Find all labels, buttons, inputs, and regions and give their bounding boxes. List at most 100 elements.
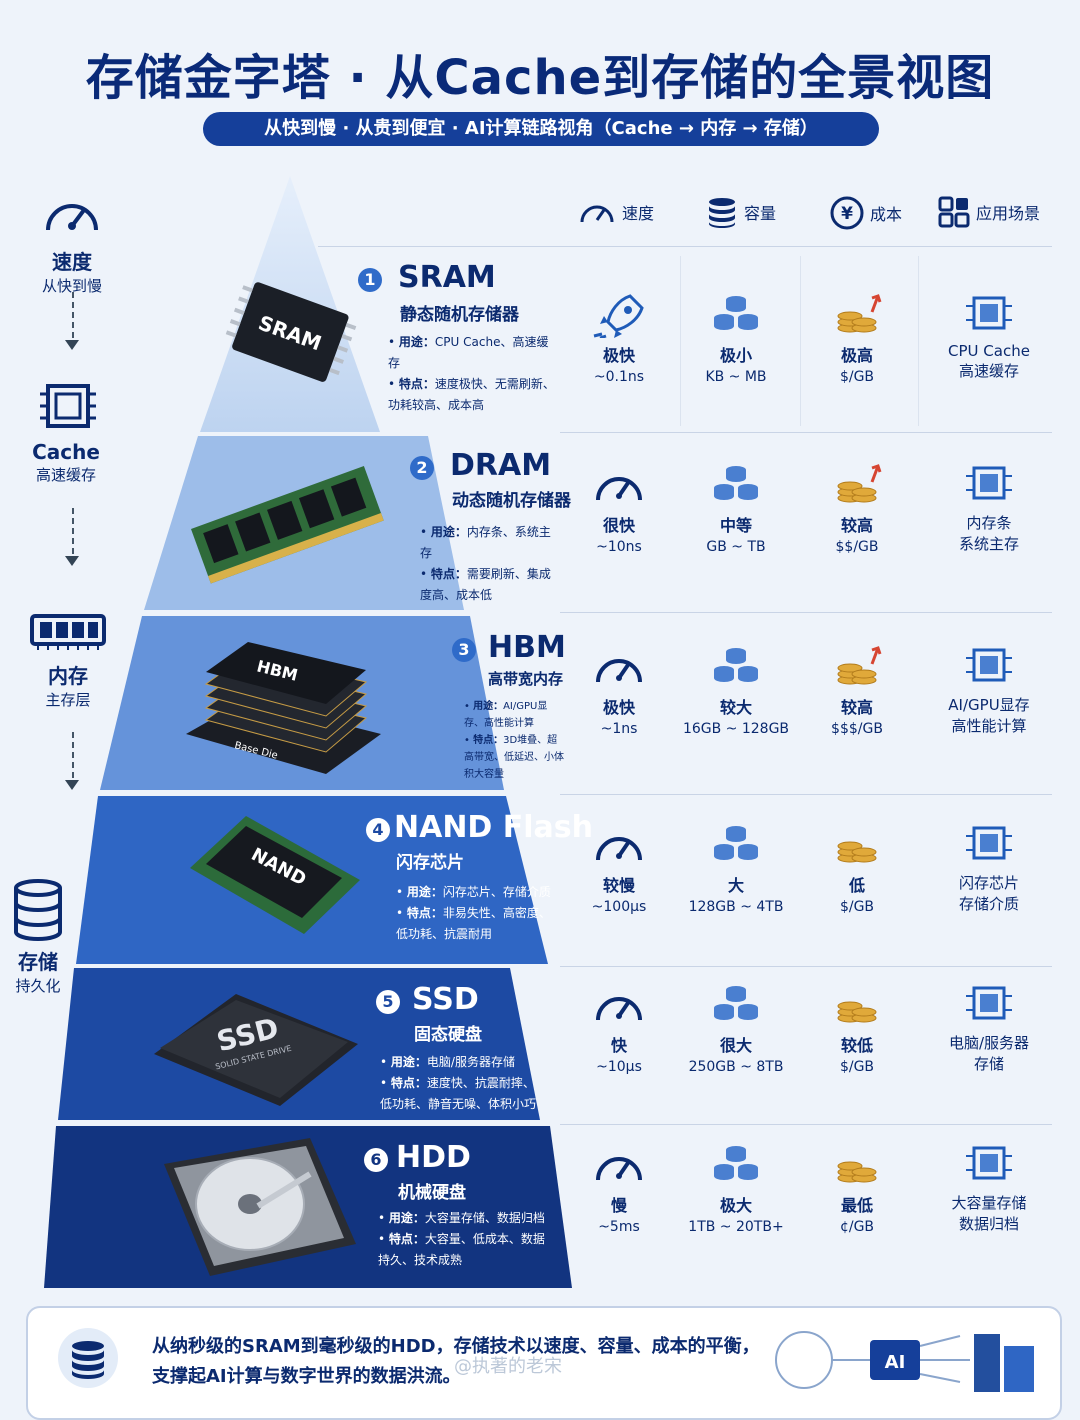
tier-1-scene-level: CPU Cache <box>948 342 1030 360</box>
hdd-drive-image <box>164 1138 356 1276</box>
tier-2-description: • 用途：内存条、系统主存 • 特点：需要刷新、集成度高、成本低 <box>420 525 551 602</box>
coin-stack-icon <box>837 1001 877 1023</box>
tier-4-capacity-cell: 大 128GB ~ 4TB <box>677 820 795 915</box>
tier-2-number: 2 <box>410 456 434 480</box>
tier-1-feat: 速度极快、无需刷新、功耗较高、成本高 <box>388 377 555 412</box>
tier-3-scene-cell: AI/GPU显存高性能计算 <box>926 642 1052 736</box>
speedometer-icon <box>596 477 642 501</box>
column-header-capacity: 容量 <box>706 196 776 228</box>
side-memory-sub: 主存层 <box>45 691 91 709</box>
tier-2-speed-level: 很快 <box>602 516 635 535</box>
tier-6-scene-cell: 大容量存储数据归档 <box>926 1140 1052 1234</box>
side-storage-title: 存储 <box>18 950 58 974</box>
row-divider <box>560 612 1052 613</box>
tier-6-capacity-level: 极大 <box>719 1196 752 1215</box>
header-divider <box>318 246 1052 247</box>
tier-6-scene-level: 大容量存储 <box>951 1194 1027 1212</box>
tier-2-feat: 需要刷新、集成度高、成本低 <box>420 567 551 602</box>
speedometer-icon <box>596 837 642 861</box>
side-speed-sub: 从快到慢 <box>41 277 102 295</box>
side-cache-title: Cache <box>32 440 100 464</box>
tier-2-capacity-level: 中等 <box>719 516 752 535</box>
tier-4-speed-level: 较慢 <box>602 876 635 895</box>
side-memory: 内存 主存层 <box>0 610 138 710</box>
tier-2-cost-cell: 较高$$/GB <box>798 460 916 555</box>
speedometer-icon <box>596 659 642 683</box>
tier-1-cost-level: 极高 <box>840 346 873 365</box>
tier-4-cn-name: 闪存芯片 <box>396 853 464 873</box>
tier-5-cost-value: $/GB <box>839 1059 875 1075</box>
tier-1-speed-value: ~0.1ns <box>593 369 645 385</box>
tier-2-name: DRAM <box>450 448 552 483</box>
tier-4-scene-cell: 闪存芯片存储介质 <box>926 820 1052 914</box>
tier-6-feat: 大容量、低成本、数据持久、技术成熟 <box>378 1232 545 1267</box>
tier-2-cost-level: 较高 <box>840 516 873 535</box>
memory-stick-icon <box>30 614 106 650</box>
page-title: 存储金字塔 · 从Cache到存储的全景视图 <box>85 50 995 106</box>
cpu-chip-icon <box>40 384 96 428</box>
tier-3-speed-value: ~1ns <box>600 721 638 737</box>
column-divider <box>680 256 681 426</box>
tier-3-capacity-level: 较大 <box>719 698 752 717</box>
side-memory-title: 内存 <box>48 664 88 688</box>
tier-5-cost-cell: 较低$/GB <box>798 980 916 1075</box>
tier-6-speed-value: ~5ms <box>598 1219 640 1235</box>
side-cache: Cache 高速缓存 <box>0 380 136 485</box>
side-cache-sub: 高速缓存 <box>35 466 96 484</box>
tier-1-use: CPU Cache、高速缓存 <box>388 335 549 370</box>
tier-4-scene-level: 闪存芯片 <box>958 874 1019 892</box>
tier-3-description: • 用途：AI/GPU显存、高性能计算 • 特点：3D堆叠、超高带宽、低延迟、小… <box>464 701 564 780</box>
tier-2-speed-cell: 很快 ~10ns <box>560 460 678 555</box>
grid-apps-icon <box>938 196 970 228</box>
tier-4-number: 4 <box>366 818 390 842</box>
tier-3-cost-level: 较高 <box>840 698 873 717</box>
tier-2-scene-level: 内存条 <box>966 514 1012 532</box>
tier-1-description: • 用途：CPU Cache、高速缓存 • 特点：速度极快、无需刷新、功耗较高、… <box>388 335 555 412</box>
dram-module-image <box>190 466 384 584</box>
row-divider <box>560 966 1052 967</box>
database-icon <box>58 1328 118 1388</box>
tier-5-speed-value: ~10μs <box>596 1059 642 1075</box>
column-header-scene: 应用场景 <box>938 196 1040 228</box>
speedometer-icon <box>596 1157 642 1181</box>
tier-4-capacity-level: 大 <box>727 876 744 895</box>
row-divider <box>560 794 1052 795</box>
tier-3-cost-value: $$$/GB <box>831 721 883 737</box>
tier-3-feat: 3D堆叠、超高带宽、低延迟、小体积大容量 <box>464 735 564 780</box>
tier-6-use: 大容量存储、数据归档 <box>424 1211 545 1225</box>
tier-1-feat-label: 特点： <box>398 377 435 391</box>
tier-3-number: 3 <box>452 638 476 662</box>
database-icon <box>14 879 62 941</box>
coin-stack-icon <box>837 464 882 503</box>
tier-2-speed-value: ~10ns <box>596 539 642 555</box>
tier-2-cn-name: 动态随机存储器 <box>452 491 571 511</box>
side-storage: 存储 持久化 <box>0 878 108 996</box>
tier-4-capacity-value: 128GB ~ 4TB <box>688 899 784 915</box>
ai-circuit-illustration: AI <box>775 1331 1034 1392</box>
column-divider <box>918 256 919 426</box>
tier-4-use: 闪存芯片、存储介质 <box>442 885 551 899</box>
speedometer-icon <box>580 205 614 223</box>
tier-3-scene-level: AI/GPU显存 <box>948 696 1030 714</box>
tier-3-capacity-value: 16GB ~ 128GB <box>682 721 790 737</box>
side-storage-sub: 持久化 <box>15 977 61 995</box>
tier-3-capacity-cell: 较大 16GB ~ 128GB <box>677 642 795 737</box>
tier-5-scene-cell: 电脑/服务器存储 <box>926 980 1052 1074</box>
ai-chip-label: AI <box>885 1352 906 1373</box>
tier-6-description: • 用途：大容量存储、数据归档 • 特点：大容量、低成本、数据持久、技术成熟 <box>378 1211 545 1267</box>
tier-1-number: 1 <box>358 268 382 292</box>
tier-5-scene-value: 存储 <box>973 1055 1004 1073</box>
side-legend: 速度 从快到慢 Cache 高速缓存 内存 主存层 存储 持久化 <box>0 180 150 1290</box>
tier-4-name: NAND Flash <box>394 810 594 845</box>
tier-6-name: HDD <box>396 1140 471 1175</box>
tier-3-scene-value: 高性能计算 <box>951 717 1027 735</box>
tier-1-speed-level: 极快 <box>602 346 635 365</box>
storage-stack-icon <box>714 648 758 682</box>
ssd-drive-image: SSD SOLID STATE DRIVE <box>154 994 358 1106</box>
summary-line-1: 从纳秒级的SRAM到毫秒级的HDD，存储技术以速度、容量、成本的平衡， <box>152 1336 760 1357</box>
tier-5-description: • 用途：电脑/服务器存储 • 特点：速度快、抗震耐摔、低功耗、静音无噪、体积小… <box>380 1055 537 1111</box>
cpu-chip-icon <box>966 296 1012 330</box>
tier-5-use: 电脑/服务器存储 <box>426 1055 515 1069</box>
